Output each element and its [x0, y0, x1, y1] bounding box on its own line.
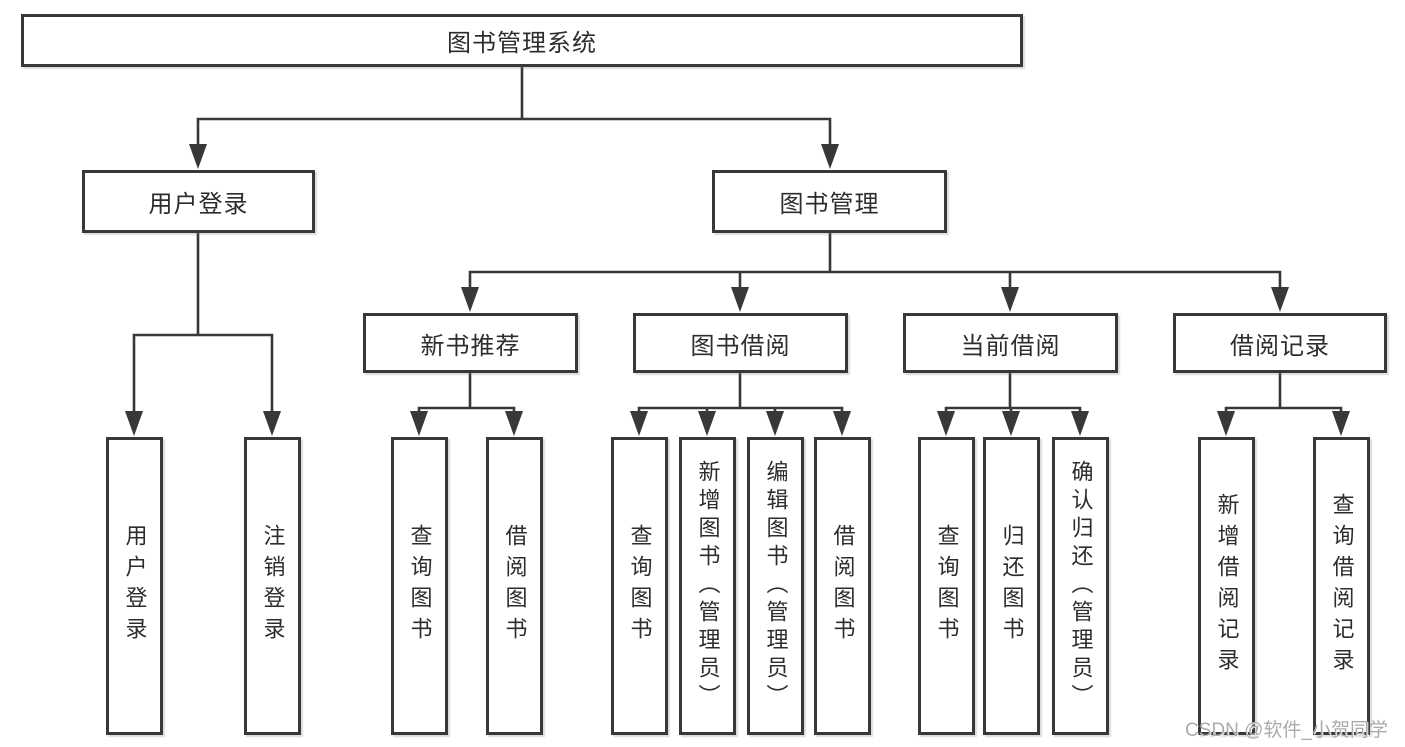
- leaf-add-book-admin-label: 新增图书（管理员）: [695, 460, 721, 712]
- leaf-search-books-2: 查询图书: [611, 437, 668, 735]
- node-new-book-recommend: 新书推荐: [363, 313, 578, 373]
- leaf-search-books-1: 查询图书: [391, 437, 448, 735]
- node-current-borrowing: 当前借阅: [903, 313, 1118, 373]
- leaf-confirm-return-admin: 确认归还（管理员）: [1052, 437, 1109, 735]
- leaf-edit-book-admin-label: 编辑图书（管理员）: [763, 460, 789, 712]
- leaf-search-borrow-record-label: 查询借阅记录: [1329, 493, 1355, 679]
- leaf-confirm-return-admin-label: 确认归还（管理员）: [1068, 460, 1094, 712]
- node-user-login: 用户登录: [82, 170, 315, 233]
- arrowheads: [125, 144, 1350, 436]
- node-current-borrowing-label: 当前借阅: [960, 332, 1061, 360]
- leaf-borrow-books-1: 借阅图书: [486, 437, 543, 735]
- leaf-borrow-books-1-label: 借阅图书: [502, 524, 528, 648]
- node-library-system: 图书管理系统: [21, 14, 1023, 67]
- node-borrowing-records-label: 借阅记录: [1230, 332, 1330, 360]
- leaf-user-login-label: 用户登录: [122, 524, 148, 648]
- leaf-add-borrow-record: 新增借阅记录: [1198, 437, 1255, 735]
- leaf-borrow-books-2-label: 借阅图书: [830, 524, 856, 648]
- watermark-csdn: CSDN @软件_小贺同学: [1185, 720, 1388, 741]
- node-borrowing-records: 借阅记录: [1173, 313, 1387, 373]
- leaf-edit-book-admin: 编辑图书（管理员）: [747, 437, 804, 735]
- node-book-management: 图书管理: [712, 170, 947, 233]
- leaf-add-borrow-record-label: 新增借阅记录: [1214, 493, 1240, 679]
- node-book-management-label: 图书管理: [779, 191, 880, 218]
- leaf-search-books-1-label: 查询图书: [407, 524, 433, 648]
- leaf-logout: 注销登录: [244, 437, 301, 735]
- leaf-user-login: 用户登录: [106, 437, 163, 735]
- leaf-return-book-label: 归还图书: [999, 524, 1025, 648]
- leaf-search-books-2-label: 查询图书: [627, 524, 653, 648]
- node-user-login-label: 用户登录: [148, 191, 249, 218]
- node-library-system-label: 图书管理系统: [447, 30, 597, 57]
- leaf-search-books-3: 查询图书: [918, 437, 975, 735]
- leaf-search-books-3-label: 查询图书: [934, 524, 960, 648]
- leaf-logout-label: 注销登录: [260, 524, 286, 648]
- leaf-return-book: 归还图书: [983, 437, 1040, 735]
- node-book-borrowing-label: 图书借阅: [690, 332, 791, 360]
- node-new-book-recommend-label: 新书推荐: [420, 332, 521, 360]
- leaf-add-book-admin: 新增图书（管理员）: [679, 437, 736, 735]
- node-book-borrowing: 图书借阅: [633, 313, 848, 373]
- leaf-search-borrow-record: 查询借阅记录: [1313, 437, 1370, 735]
- leaf-borrow-books-2: 借阅图书: [814, 437, 871, 735]
